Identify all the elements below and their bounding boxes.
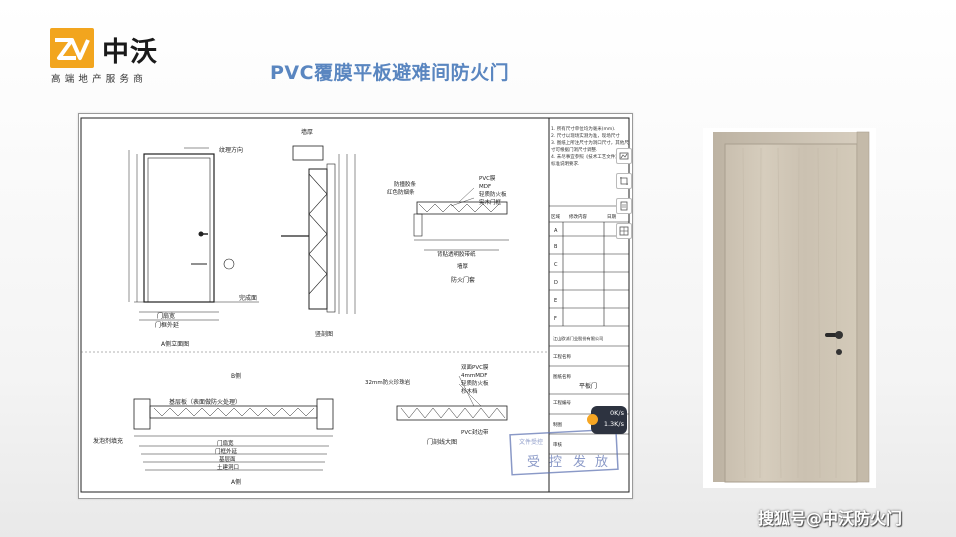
label-section: 竖剖图 [315,330,333,338]
document-icon[interactable] [616,198,632,214]
label-side-a: A侧 [231,478,241,486]
rev-row-c: C [554,262,558,268]
label-mdf: MDF [479,184,491,190]
label-frame-outer2: 门框外延 [215,447,238,455]
drawing-name-label: 图纸名称 [553,373,571,380]
label-pvc-edge: PVC封边带 [461,428,489,436]
rev-row-d: D [554,280,558,286]
rev-head-date: 日期 [607,214,616,220]
watermark: 搜狐号@中沃防火门 [758,509,903,528]
sleeve-detail [413,187,509,251]
speed-down: 0K/s [610,409,624,417]
label-mdf4: 4mmMDF [461,373,487,379]
label-complete-face: 完成面 [239,294,257,302]
stamp-top: 文件受控 [519,438,543,446]
rev-row-b: B [554,244,558,250]
stamp-char-2: 控 [549,455,562,470]
note-5: 4. 未尽事宜参照《技术工艺文件》 [551,153,620,160]
door-handle-icon [825,331,843,355]
note-3: 3. 图纸上所注尺寸为洞口尺寸，其他尺 [551,139,629,146]
speed-up: 1.3K/s [603,420,624,428]
label-light-board2: 轻质防火板 [461,379,489,387]
drawing-no-label: 工程编号 [553,399,571,406]
rev-row-e: E [554,298,557,304]
label-base-face: 基层面 [219,455,236,463]
technical-drawing: 纹理方向 门扇宽 门框外延 完成面 A侧立面图 墙厚 竖剖图 防撞胶条 [78,113,633,499]
rev-row-f: F [554,316,557,322]
label-civil-hole: 土建洞口 [217,463,239,471]
label-edge-32: 32mm防火珍珠岩 [365,378,411,386]
logo-name: 中沃 [102,37,158,68]
note-2: 2. 尺寸以现场实测为准，现场尺寸 [551,132,620,139]
label-view-a: A侧立面图 [161,340,189,348]
note-4: 寸可根据门洞尺寸调整. [551,146,597,153]
table-icon[interactable] [616,223,632,239]
label-fire-sleeve: 防火门套 [451,276,475,284]
plan-section [133,398,334,471]
stamp-char-1: 受 [527,455,540,470]
speed-ball-icon [587,414,598,425]
label-wall-thick: 墙厚 [301,128,313,136]
vertical-section [281,145,356,314]
door-photo [703,128,876,488]
label-fir: 杉木档 [461,387,478,395]
note-1: 1. 所有尺寸单位均为毫米(mm). [551,125,615,132]
label-glue: 防撞胶条 [394,180,417,188]
label-light-board: 轻质防火板 [479,190,507,198]
label-base-board: 基层板（表面做防火处理） [169,398,241,406]
label-door-width2: 门扇宽 [217,439,234,447]
logo-tagline: 高端地产服务商 [51,74,147,85]
label-wall-thick2: 墙厚 [457,262,469,270]
label-foam-fill: 发泡剂填充 [93,437,123,445]
stamp-char-4: 放 [595,455,608,470]
approval-stamp: 文件受控 受 控 发 放 [509,428,619,476]
drawing-name: 平板门 [579,382,597,390]
label-red-seal: 红色防烟条 [387,188,415,196]
stamp-char-3: 发 [573,454,586,470]
title-block [549,205,629,455]
image-icon[interactable] [616,148,632,164]
label-side-b: B侧 [231,372,241,380]
rev-row-a: A [554,228,558,234]
page-title: PVC覆膜平板避难间防火门 [270,62,510,84]
check-label: 审核 [553,441,562,448]
label-pvc-film: PVC膜 [479,174,496,182]
door-elevation [128,147,259,321]
make-label: 制图 [553,421,562,428]
floating-toolbar [616,148,632,248]
label-door-width: 门扇宽 [157,312,175,320]
company-name: 江山欧派门业股份有限公司 [553,335,603,342]
label-detail: 门剖线大图 [427,438,457,446]
label-frame-outer: 门框外延 [155,321,179,329]
door-detail [396,375,508,421]
label-back-tape: 背贴透明胶带纸 [437,250,476,258]
project-label: 工程名称 [553,353,571,360]
note-6: 标准说明要求. [551,160,579,167]
label-double-pvc: 双面PVC膜 [461,363,489,371]
crop-icon[interactable] [616,173,632,189]
network-speed-widget[interactable]: 0K/s 1.3K/s [587,406,627,434]
rev-head-content: 修改内容 [569,213,587,220]
company-logo: 中沃 高端地产服务商 [50,28,180,85]
label-texture: 纹理方向 [219,146,243,154]
rev-head-area: 区域 [551,213,560,220]
label-solid-frame: 实木门框 [479,198,502,206]
logo-mark-icon [50,28,94,68]
